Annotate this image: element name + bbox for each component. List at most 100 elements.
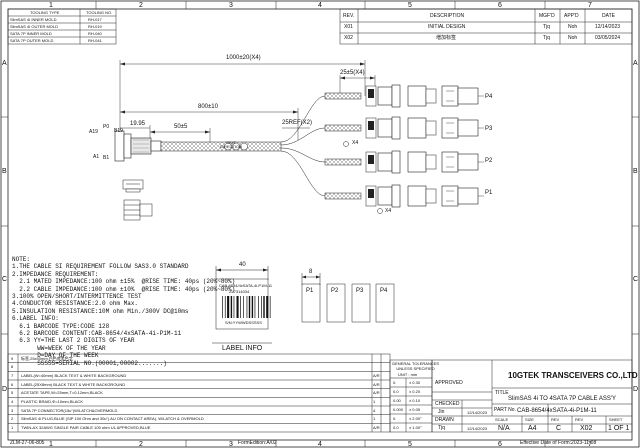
bom-item-desc: LABEL(W=40mm) BLACK TEXT & WHITE BACKGRO… [21,372,127,378]
size-value: A4 [528,425,537,432]
bom-item-no: 3 [11,407,14,413]
col-label-6-bottom: 6 [498,441,502,448]
tolerance-header: GENERAL TOLERANCES UNLESS SPECIFIED [392,361,440,371]
port-label-box-p2: P2 [331,288,339,294]
dim-x4-b: X4 [385,208,392,214]
col-label-5-bottom: 5 [408,441,412,448]
bom-item-desc: PLASTIC BRAID,Φ=10mm,BLACK [21,398,83,404]
footer-form-no: ZLM-27-06-805 [10,440,45,446]
rev-row-2-appd: Noh [568,35,578,41]
bom-item-qty: A/R [373,381,380,387]
tooling-row-4-no: RH-041 [88,38,102,43]
bom-item-qty: 1 [373,416,376,422]
barcode-bar [251,296,254,318]
row-label-b: B [2,168,7,175]
bom-item-desc: SATA 7P CONNECTOR(15u")W/LATCH&OVERMOLD [21,407,118,413]
balloon [343,141,349,147]
rev-row-1-rev: X01 [344,24,353,30]
rev-row-2-date: 03/05/2024 [595,35,621,41]
tolerance-value: ± 0.10 [409,397,421,403]
col-label-3: 3 [229,2,233,9]
dim-overall: 1000±20(X4) [226,55,261,61]
dim-x4-a: X4 [352,140,359,146]
drawn-name: Tjq [438,425,445,431]
checked-date: 12/14/2023 [467,410,488,415]
bom-item-desc: LABEL(25X8mm) BLACK TEXT & WHITE BACKGRO… [21,381,126,387]
drawing-title: SlimSAS 4i TO 4SATA 7P CABLE ASS'Y [508,396,616,402]
label-caption: LABEL INFO [222,345,263,352]
dim-breakout: 800±10 [198,104,218,110]
tooling-row-3-no: RH-040 [88,31,102,36]
footer-effective: Effective Date of Form:2023-11-08 [520,440,597,446]
rev-row-1-mgfd: Tjq [543,24,550,30]
note-line: 5.INSULATION RESISTANCE:10M ohm Min./300… [12,307,189,315]
bom-item-no: 2 [11,416,14,422]
tolerance-precision: 0.0 [393,424,399,430]
company-name: 10GTEK TRANSCEIVERS CO.,LTD [508,371,638,380]
note-line: WW=WEEK OF THE YEAR [12,344,106,352]
note-line: 6.3 YY=THE LAST 2 DIGITS OF YEAR [12,337,135,345]
barcode-bar [243,296,244,318]
row-label-d: D [2,386,8,393]
rev-row-2-rev: X02 [344,35,353,41]
pin-b1: B1 [103,155,110,161]
rev-row-2-desc: 増加标签 [436,35,457,41]
sata-branch [324,150,484,174]
sata-branch [324,116,484,140]
col-label-5: 5 [408,2,412,9]
port-label-p4: P4 [485,94,493,100]
bom-item-qty: 4 [373,407,376,413]
drawn-date: 12/14/2023 [467,426,488,431]
tolerance-precision: 0.00 [393,397,401,403]
bom-item-desc: SlimSAS 4i PLUG,BLUE (SIP 100 Ohm and 30… [21,416,204,422]
rev-label: REV [551,417,560,422]
sata-branch [324,184,484,208]
part-no-label: PART No. [494,407,516,413]
note-line: 6.LABEL INFO: [12,315,59,323]
rev-row-1-appd: Noh [568,24,578,30]
dim-end: 25±5(X4) [340,70,365,76]
tooling-row-3-type: SATA 7P INNER MOLD [10,31,52,36]
rev-header-mgfd: MGF'D [539,13,555,19]
part-no: CAB-8654/4xSATA-4i-P1M-11 [517,408,597,414]
col-label-1-bottom: 1 [49,441,53,448]
tolerance-value: ± 0.05 [409,406,421,412]
checked-name: Jin [438,409,445,415]
tolerance-value: ± 1.00° [409,424,422,430]
row-label-c: C [2,276,8,283]
tolerance-unit: UNIT : mm [398,372,418,377]
barcode-bar [227,296,230,318]
scale-label: SCALE [495,417,509,422]
bom-item-desc: 标签,25x50mm,白色底黑色字 [21,355,73,361]
rev-header-rev: REV. [343,13,355,19]
col-label-4: 4 [318,2,322,9]
row-label-a-right: A [633,60,638,67]
col-label-7: 7 [588,2,592,9]
dim-pitch: 19.95 [130,121,146,127]
col-label-2-bottom: 2 [139,441,143,448]
tolerance-precision: 0. [393,415,397,421]
bom-item-no: 5 [11,390,14,396]
rev-value: C [556,425,562,432]
dim-to-sleeve: 50±5 [174,124,188,130]
tolerance-value: ± 0.30 [409,379,421,385]
tooling-row-1-no: RH-017 [88,17,102,22]
tolerance-value: ± 0.20 [409,388,421,394]
col-label-4-bottom: 4 [318,441,322,448]
row-label-a: A [2,60,7,67]
port-label-box-p3: P3 [356,288,364,294]
note-line: 1.THE CABLE SI REQUIREMENT FOLLOW SAS3.0… [12,263,189,271]
note-line: 4.CONDUCTOR RESISTANCE:2.0 ohm Max. [12,300,139,308]
col-label-1: 1 [49,2,53,9]
row-label-d-right: D [633,386,639,393]
bom-item-no: 8 [11,364,14,370]
tooling-row-4-type: SATA 7P OUTER MOLD [10,38,54,43]
text-direction: TEXT DIRECTION [220,140,242,150]
note-line: 6.1 BARCODE TYPE:CODE 128 [12,322,110,330]
port-label-p2: P2 [485,158,493,164]
drawn-label: DRAWN [435,417,454,423]
notes: NOTE: 1.THE CABLE SI REQUIREMENT FOLLOW … [12,256,236,367]
note-line: 2.2 CABLE IMPEDANCE:100 ohm ±10% @RISE T… [12,285,236,293]
port-label-width: 8 [309,269,313,275]
sata-branch [324,84,484,108]
